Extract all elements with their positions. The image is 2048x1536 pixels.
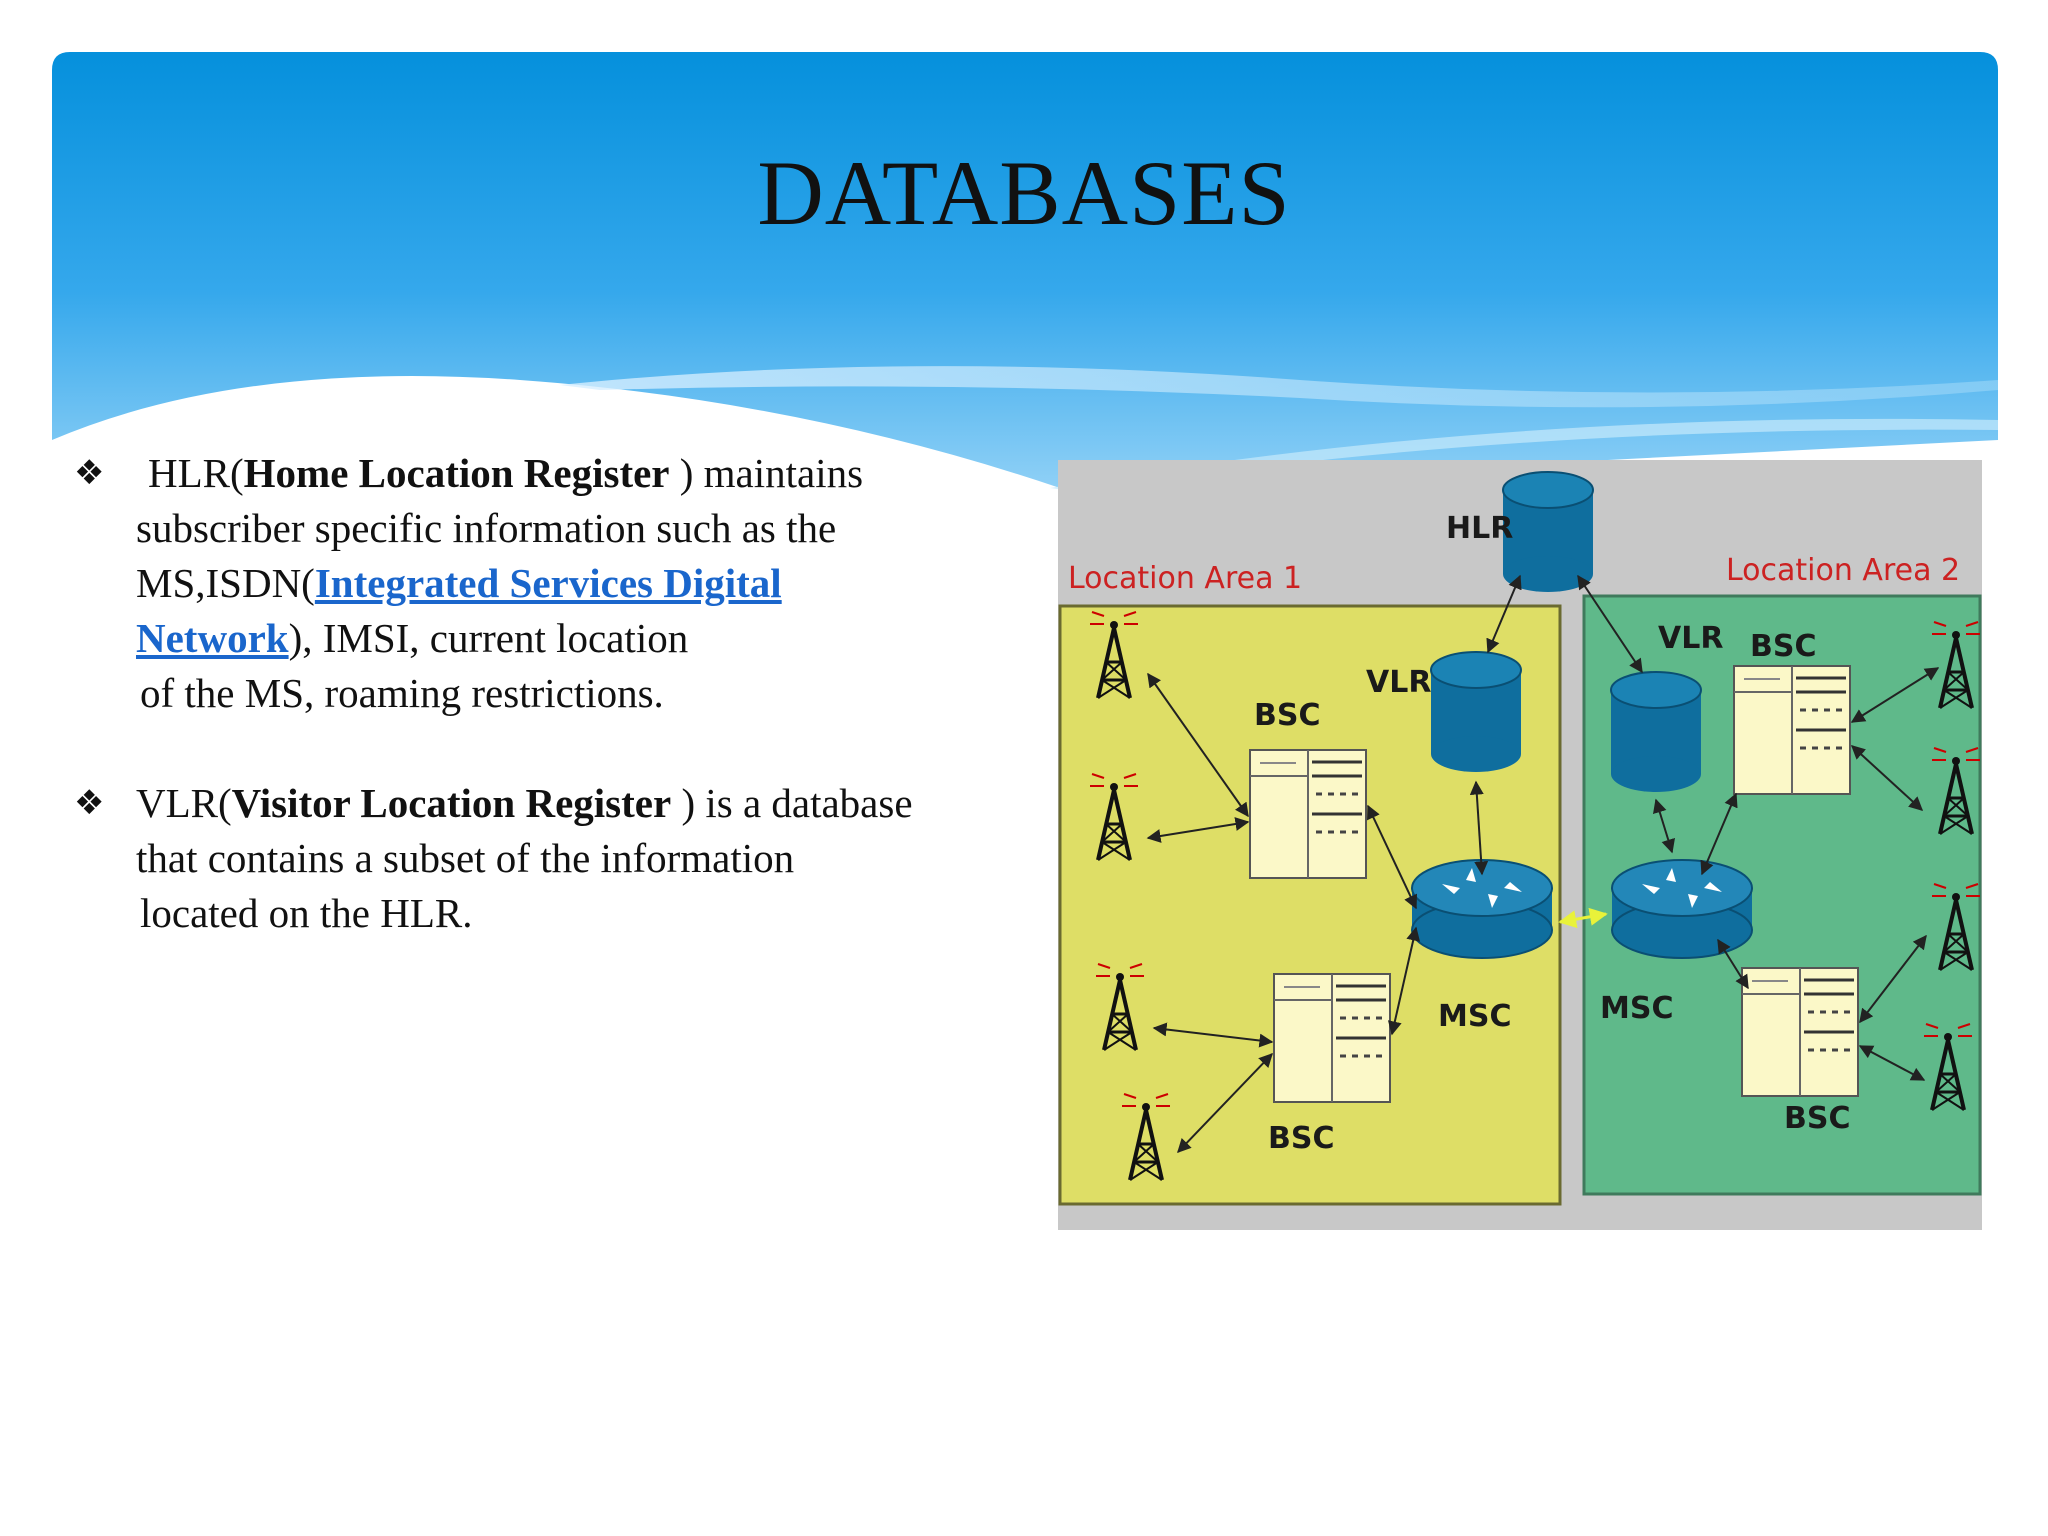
hlr-label: HLR	[1446, 511, 1513, 546]
slide-title: DATABASES	[757, 142, 1291, 244]
text-span: HLR(	[148, 450, 244, 496]
bsc-label-a: BSC	[1254, 698, 1321, 733]
vlr-label-2: VLR	[1658, 621, 1723, 656]
text-span: ) maintains	[669, 450, 864, 496]
vlr-label-1: VLR	[1366, 665, 1431, 700]
bullet-line: of the MS, roaming restrictions.	[140, 670, 664, 716]
msc-label-1: MSC	[1438, 999, 1511, 1034]
header-banner	[52, 52, 1998, 492]
hlr-database-icon	[1502, 471, 1594, 593]
bullet-line: MS,ISDN(Integrated Services Digital	[74, 556, 1034, 611]
msc-router-icon	[1611, 859, 1753, 959]
isdn-link[interactable]: Integrated Services Digital	[314, 560, 782, 606]
bullet-line: that contains a subset of the informatio…	[136, 835, 795, 881]
bullet-line: Network), IMSI, current location	[74, 611, 1034, 666]
text-span: ) is a database	[671, 780, 913, 826]
bullet-hlr: ❖ HLR(Home Location Register ) maintains…	[74, 446, 1034, 721]
bsc-label-b: BSC	[1268, 1121, 1335, 1156]
isdn-link[interactable]: Network	[136, 615, 289, 661]
bsc-label-c: BSC	[1750, 629, 1817, 664]
text-span: VLR(	[136, 780, 232, 826]
bullet-diamond-icon: ❖	[74, 453, 105, 493]
bsc-equipment-icon	[1272, 972, 1392, 1104]
bullet-diamond-icon: ❖	[74, 783, 105, 823]
text-span: MS,ISDN(	[136, 560, 315, 606]
bsc-equipment-icon	[1248, 748, 1368, 880]
msc-router-icon	[1411, 859, 1553, 959]
bsc-equipment-icon	[1740, 966, 1860, 1098]
bullet-list: ❖ HLR(Home Location Register ) maintains…	[74, 446, 1034, 941]
bullet-vlr: ❖ VLR(Visitor Location Register ) is a d…	[74, 776, 1034, 941]
msc-label-2: MSC	[1600, 991, 1673, 1026]
bold-term: Home Location Register	[243, 450, 670, 496]
bsc-label-d: BSC	[1784, 1101, 1851, 1136]
bsc-equipment-icon	[1732, 664, 1852, 796]
location-area-1-label: Location Area 1	[1068, 561, 1302, 596]
location-area-2-label: Location Area 2	[1726, 553, 1960, 588]
bullet-line: HLR(Home Location Register ) maintains	[74, 446, 1034, 501]
network-diagram: Location Area 1 Location Area 2 HLR VLR …	[1058, 460, 1982, 1230]
connection-lines	[1146, 574, 1940, 1154]
bold-term: Visitor Location Register	[231, 780, 672, 826]
msc-link-line	[1558, 907, 1608, 929]
bullet-line: located on the HLR.	[140, 890, 473, 936]
bullet-line: VLR(Visitor Location Register ) is a dat…	[74, 776, 1034, 831]
text-span: ), IMSI, current location	[288, 615, 689, 661]
vlr-database-icon	[1610, 671, 1702, 793]
bullet-line: subscriber specific information such as …	[136, 505, 837, 551]
vlr-database-icon	[1430, 651, 1522, 773]
